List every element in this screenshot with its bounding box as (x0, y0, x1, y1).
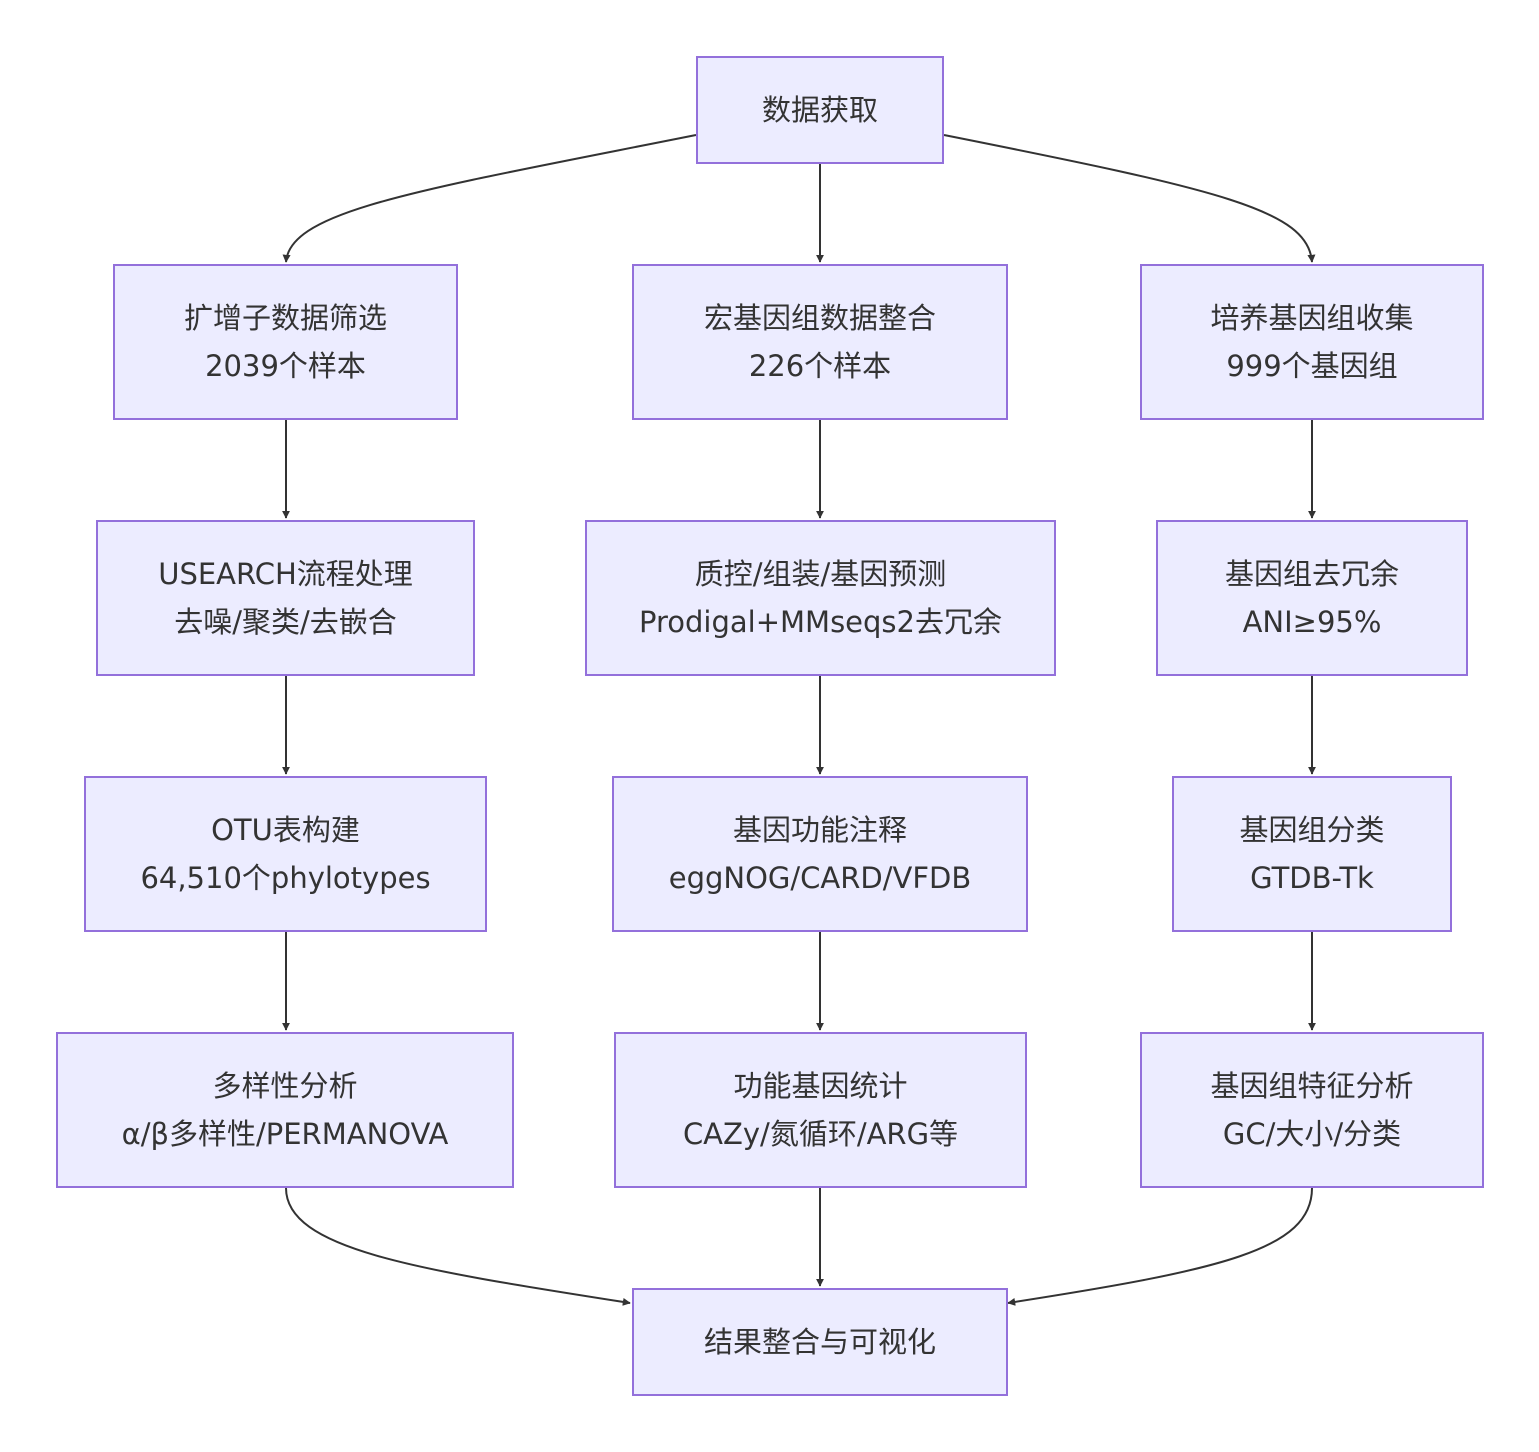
node-label: 培养基因组收集 (1210, 301, 1414, 335)
node-functional-gene-stats: 功能基因统计 CAZy/氮循环/ARG等 (614, 1032, 1027, 1188)
node-amplicon-screening: 扩增子数据筛选 2039个样本 (113, 264, 458, 420)
node-gene-annotation: 基因功能注释 eggNOG/CARD/VFDB (612, 776, 1028, 932)
node-label: 基因组分类 (1239, 813, 1385, 847)
node-sublabel: 2039个样本 (205, 349, 366, 383)
node-label: 功能基因统计 (733, 1069, 908, 1103)
node-label: 基因组去冗余 (1224, 557, 1399, 591)
node-sublabel: α/β多样性/PERMANOVA (121, 1117, 449, 1151)
node-genome-classification: 基因组分类 GTDB-Tk (1172, 776, 1452, 932)
node-sublabel: 226个样本 (748, 349, 892, 383)
node-sublabel: GTDB-Tk (1250, 861, 1374, 895)
edge-amp4-end (285, 1187, 631, 1306)
node-label: 扩增子数据筛选 (183, 301, 387, 335)
node-label: 多样性分析 (212, 1069, 358, 1103)
node-sublabel: 64,510个phylotypes (140, 861, 431, 895)
node-data-acquisition: 数据获取 (696, 56, 944, 164)
node-otu-table: OTU表构建 64,510个phylotypes (84, 776, 487, 932)
node-sublabel: eggNOG/CARD/VFDB (668, 861, 972, 895)
edge-start-gen1 (943, 134, 1316, 263)
node-sublabel: CAZy/氮循环/ARG等 (682, 1117, 959, 1151)
node-sublabel: GC/大小/分类 (1222, 1117, 1402, 1151)
node-sublabel: 去噪/聚类/去嵌合 (174, 605, 397, 639)
edge-gen4-end (1007, 1187, 1313, 1306)
node-label: USEARCH流程处理 (158, 557, 413, 591)
node-genome-features: 基因组特征分析 GC/大小/分类 (1140, 1032, 1484, 1188)
node-label: 数据获取 (761, 93, 878, 127)
node-sublabel: ANI≥95% (1242, 605, 1382, 639)
node-usearch-processing: USEARCH流程处理 去噪/聚类/去嵌合 (96, 520, 475, 676)
node-results-integration: 结果整合与可视化 (632, 1288, 1008, 1396)
node-label: 基因功能注释 (732, 813, 907, 847)
node-genome-collection: 培养基因组收集 999个基因组 (1140, 264, 1484, 420)
node-diversity-analysis: 多样性分析 α/β多样性/PERMANOVA (56, 1032, 514, 1188)
edge-start-amp1 (282, 134, 697, 263)
node-label: 质控/组装/基因预测 (694, 557, 947, 591)
node-sublabel: Prodigal+MMseqs2去冗余 (639, 605, 1002, 639)
node-label: 宏基因组数据整合 (703, 301, 936, 335)
node-label: 结果整合与可视化 (703, 1325, 936, 1359)
node-qc-assembly-prediction: 质控/组装/基因预测 Prodigal+MMseqs2去冗余 (585, 520, 1056, 676)
node-label: OTU表构建 (211, 813, 360, 847)
node-sublabel: 999个基因组 (1226, 349, 1398, 383)
node-label: 基因组特征分析 (1210, 1069, 1414, 1103)
node-metagenome-integration: 宏基因组数据整合 226个样本 (632, 264, 1008, 420)
node-genome-dereplication: 基因组去冗余 ANI≥95% (1156, 520, 1468, 676)
